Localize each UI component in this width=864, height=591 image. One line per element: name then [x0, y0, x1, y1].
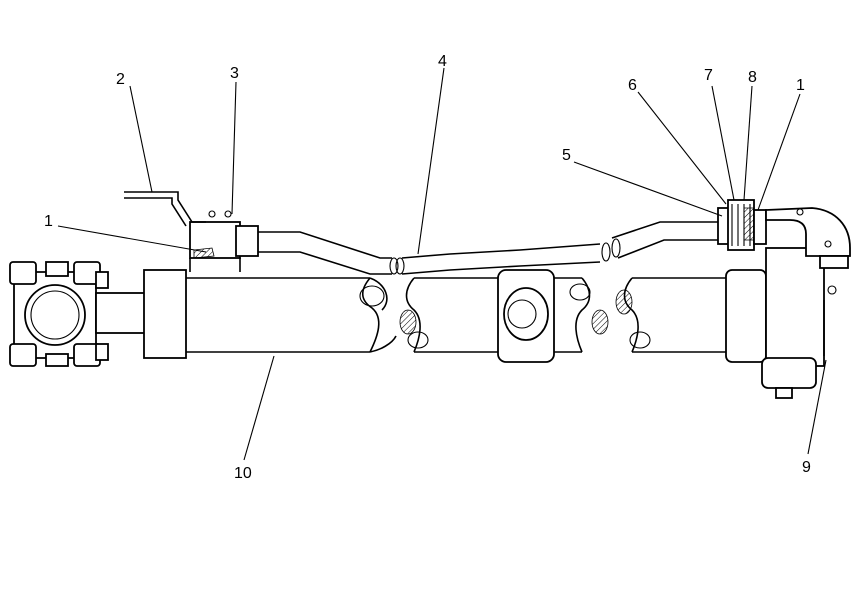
callout-4: 4	[438, 53, 447, 70]
hydraulic-line	[258, 221, 720, 275]
leader-lines	[57, 67, 827, 461]
callout-5: 5	[562, 147, 571, 164]
callout-6: 6	[628, 77, 637, 94]
cylinder-barrel-left	[143, 269, 397, 359]
callout-1-left: 1	[44, 213, 53, 230]
bracket	[124, 191, 206, 227]
cylinder-barrel-right	[615, 269, 767, 363]
right-end-cap	[761, 207, 851, 399]
right-fitting-block	[717, 199, 767, 251]
left-mount-clevis	[9, 261, 109, 367]
callout-8: 8	[748, 69, 757, 86]
callout-9: 9	[802, 459, 811, 476]
left-rod	[95, 292, 147, 334]
callout-1-right: 1	[796, 77, 805, 94]
callout-10: 10	[234, 465, 252, 482]
cylinder-barrel-center	[399, 269, 609, 363]
callout-7: 7	[704, 67, 713, 84]
callout-3: 3	[230, 65, 239, 82]
left-fitting-block	[189, 210, 259, 272]
callout-2: 2	[116, 71, 125, 88]
